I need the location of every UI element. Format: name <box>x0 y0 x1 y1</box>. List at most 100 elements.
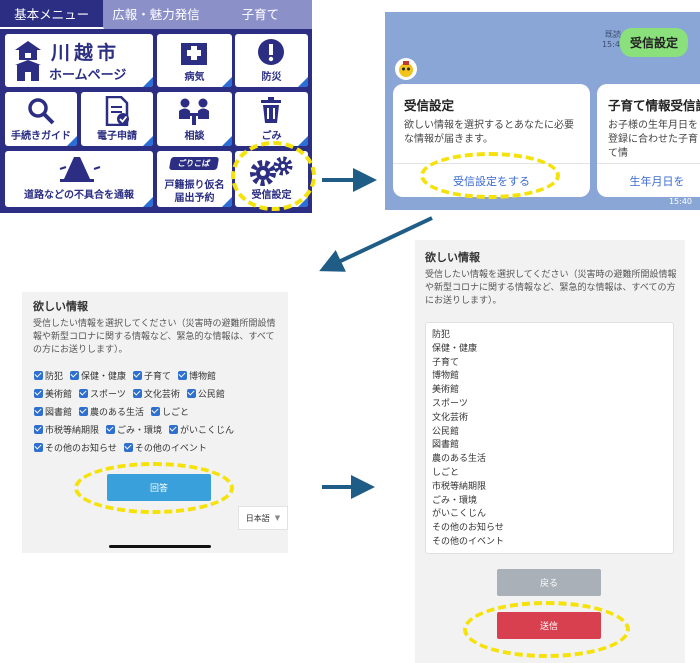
checkbox-label: 文化芸術 <box>143 390 180 400</box>
report-defect-tile[interactable]: 道路などの不具合を通報 <box>5 151 153 207</box>
checkbox-other-event[interactable]: その他のイベント <box>123 441 207 454</box>
checkbox-row: 防犯 保健・健康 子育て 博物館 <box>34 369 216 382</box>
back-button[interactable]: 戻る <box>497 569 601 596</box>
checkbox-label: 防犯 <box>45 372 64 382</box>
pylon-icon <box>59 157 101 182</box>
list-item: その他のイベント <box>432 536 505 547</box>
checkbox-hoken[interactable]: 保健・健康 <box>70 369 126 382</box>
checkbox-label: しごと <box>162 408 190 418</box>
list-item: がいこくじん <box>432 509 487 520</box>
list-item: しごと <box>432 467 460 478</box>
language-label: 日本語 <box>245 513 270 523</box>
checkbox-bohan[interactable]: 防犯 <box>34 369 63 382</box>
checkbox-label: 農のある生活 <box>90 408 145 418</box>
checkbox-kominkan[interactable]: 公民館 <box>186 387 225 400</box>
list-item: 博物館 <box>432 371 460 382</box>
checkbox-checked-icon <box>79 407 89 416</box>
tab-basic-menu[interactable]: 基本メニュー <box>0 0 105 29</box>
tile-label: 道路などの不具合を通報 <box>24 190 134 201</box>
disaster-tile[interactable]: 防災 <box>235 34 308 87</box>
checkbox-label: 博物館 <box>189 372 217 382</box>
checkbox-gomi[interactable]: ごみ・環境 <box>106 423 162 436</box>
logo-subtitle: ホームページ <box>49 68 127 83</box>
checkbox-bijutsukan[interactable]: 美術館 <box>34 387 72 400</box>
checkbox-label: 子育て <box>144 372 172 382</box>
highlight-reception-tile <box>231 141 316 211</box>
selected-items-list: 防犯 保健・健康 子育て 博物館 美術館 スポーツ 文化芸術 公民館 図書館 農… <box>425 322 674 554</box>
checkbox-label: 市税等納期限 <box>45 426 100 436</box>
consultation-tile[interactable]: 相談 <box>157 92 232 146</box>
read-receipt: 既読 <box>605 30 621 39</box>
checkbox-label: 公民館 <box>197 390 225 400</box>
checkbox-other-notice[interactable]: その他のお知らせ <box>34 441 117 454</box>
trash-icon <box>261 97 281 123</box>
checkbox-checked-icon <box>186 389 196 398</box>
form-description: 受信したい情報を選択してください（災害時の避難所開設情報や新型コロナに関する情報… <box>33 319 276 355</box>
list-item: 市税等納期限 <box>432 481 487 492</box>
magnifier-icon <box>28 98 55 125</box>
checkbox-nou[interactable]: 農のある生活 <box>79 405 144 418</box>
castle-icon <box>15 41 41 81</box>
tile-corner <box>143 136 153 146</box>
tile-corner <box>67 136 77 146</box>
checkbox-checked-icon <box>34 389 43 398</box>
my-message-bubble: 受信設定 <box>619 28 688 57</box>
card-title: 受信設定 <box>404 98 455 113</box>
illness-tile[interactable]: 病気 <box>157 34 232 87</box>
tile-corner <box>298 197 308 207</box>
checkbox-label: その他のお知らせ <box>45 444 117 454</box>
highlight-send-button <box>463 601 630 658</box>
birthday-link[interactable]: 生年月日を <box>597 163 700 197</box>
garbage-tile[interactable]: ごみ <box>235 92 308 146</box>
koseki-reservation-tile[interactable]: ごりこば 戸籍振り仮名 届出予約 <box>157 151 232 207</box>
procedure-guide-tile[interactable]: 手続きガイド <box>5 92 77 146</box>
preference-form: 欲しい情報 受信したい情報を選択してください（災害時の避難所開設情報や新型コロナ… <box>22 292 288 553</box>
tile-label-line2: 届出予約 <box>174 193 215 204</box>
tab-childcare[interactable]: 子育て <box>208 0 312 29</box>
checkbox-label: がいこくじん <box>180 426 235 436</box>
checkbox-hakubutsukan[interactable]: 博物館 <box>178 369 216 382</box>
line-rich-menu: 基本メニュー 広報・魅力発信 子育て 川越市 ホームページ 病気 <box>0 0 312 213</box>
checkbox-label: ごみ・環境 <box>117 426 163 436</box>
checkbox-bunka[interactable]: 文化芸術 <box>132 387 180 400</box>
document-check-icon <box>105 96 129 126</box>
tile-label: 電子申請 <box>97 131 137 142</box>
checkbox-sports[interactable]: スポーツ <box>79 387 126 400</box>
checkbox-checked-icon <box>133 371 143 380</box>
checkbox-checked-icon <box>132 389 142 398</box>
highlight-answer-button <box>74 462 234 514</box>
checkbox-toshokan[interactable]: 図書館 <box>34 405 72 418</box>
tile-corner <box>298 136 308 146</box>
checkbox-gaikokujin[interactable]: がいこくじん <box>169 423 234 436</box>
list-item: 公民館 <box>432 426 460 437</box>
form-title: 欲しい情報 <box>33 300 88 313</box>
card-title: 子育て情報受信設 <box>608 98 700 113</box>
list-item: 防犯 <box>432 330 451 340</box>
tile-label: 病気 <box>184 72 205 83</box>
checkbox-shigoto[interactable]: しごと <box>151 405 189 418</box>
tile-corner <box>222 136 232 146</box>
checkbox-label: スポーツ <box>90 390 126 400</box>
checkbox-checked-icon <box>123 443 133 452</box>
checkbox-row: 市税等納期限 ごみ・環境 がいこくじん <box>34 423 234 436</box>
list-item: その他のお知らせ <box>432 523 504 534</box>
checkbox-label: 美術館 <box>45 390 73 400</box>
checkbox-checked-icon <box>106 425 116 434</box>
tile-label-line1: 戸籍振り仮名 <box>164 180 225 191</box>
tab-pr[interactable]: 広報・魅力発信 <box>104 0 209 29</box>
language-select[interactable]: 日本語 ▼ <box>238 506 288 530</box>
consultation-icon <box>179 98 209 125</box>
kawagoe-homepage-tile[interactable]: 川越市 ホームページ <box>5 34 153 87</box>
list-item: 図書館 <box>432 440 460 451</box>
tile-label: ごみ <box>261 131 282 142</box>
list-item: 農のある生活 <box>432 454 487 465</box>
checkbox-kosodate[interactable]: 子育て <box>133 369 171 382</box>
checkbox-shizei[interactable]: 市税等納期限 <box>34 423 99 436</box>
card-body: 欲しい情報を選択するとあなたに必要な情報が届きます。 <box>404 120 574 145</box>
hospital-icon <box>181 43 207 65</box>
e-application-tile[interactable]: 電子申請 <box>81 92 153 146</box>
chevron-down-icon: ▼ <box>274 514 281 522</box>
checkbox-checked-icon <box>70 371 80 380</box>
checkbox-label: その他のイベント <box>134 444 207 454</box>
